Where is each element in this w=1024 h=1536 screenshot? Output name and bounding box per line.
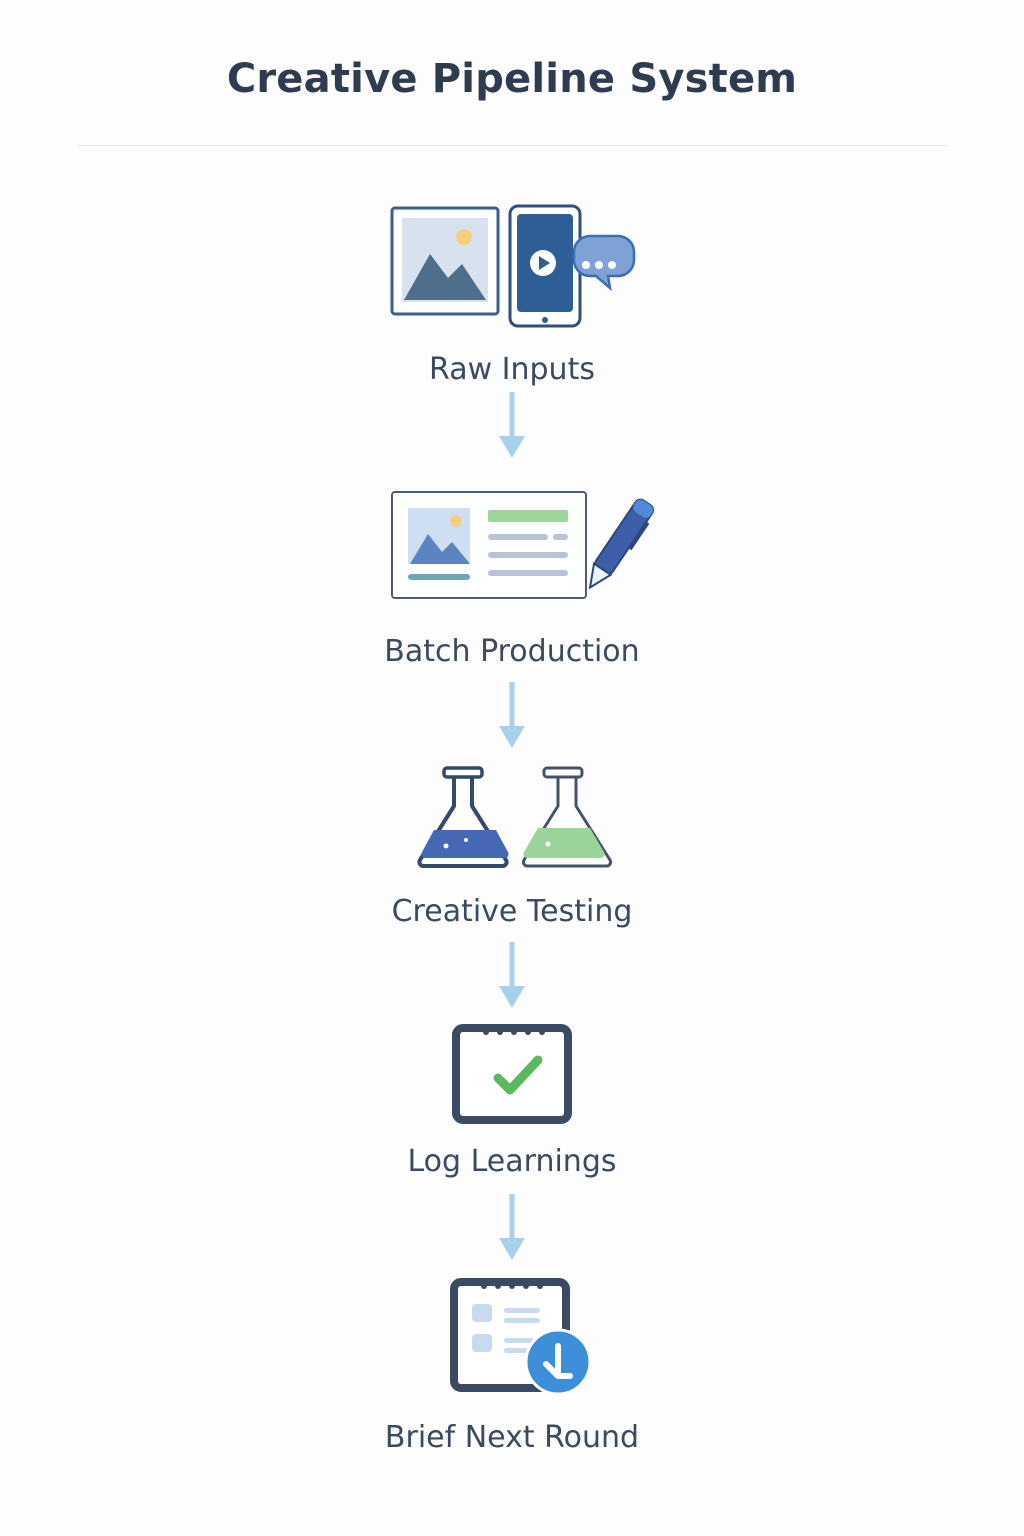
media-inputs-icon — [390, 204, 636, 328]
document-pen-icon — [391, 491, 655, 599]
title-divider — [78, 145, 948, 146]
flow-arrow-icon — [499, 942, 525, 1008]
flow-arrow-icon — [499, 682, 525, 748]
step-label-log-learnings: Log Learnings — [407, 1144, 617, 1179]
checklist-board-icon — [452, 1024, 572, 1124]
step-label-creative-testing: Creative Testing — [391, 894, 633, 929]
brief-download-icon — [450, 1278, 592, 1396]
flow-arrow-icon — [499, 392, 525, 458]
step-label-batch-production: Batch Production — [384, 634, 640, 669]
flow-arrow-icon — [499, 1194, 525, 1260]
beakers-icon — [417, 766, 613, 868]
step-label-brief-next-round: Brief Next Round — [384, 1420, 640, 1455]
step-label-raw-inputs: Raw Inputs — [429, 352, 595, 387]
page-title: Creative Pipeline System — [226, 56, 798, 102]
